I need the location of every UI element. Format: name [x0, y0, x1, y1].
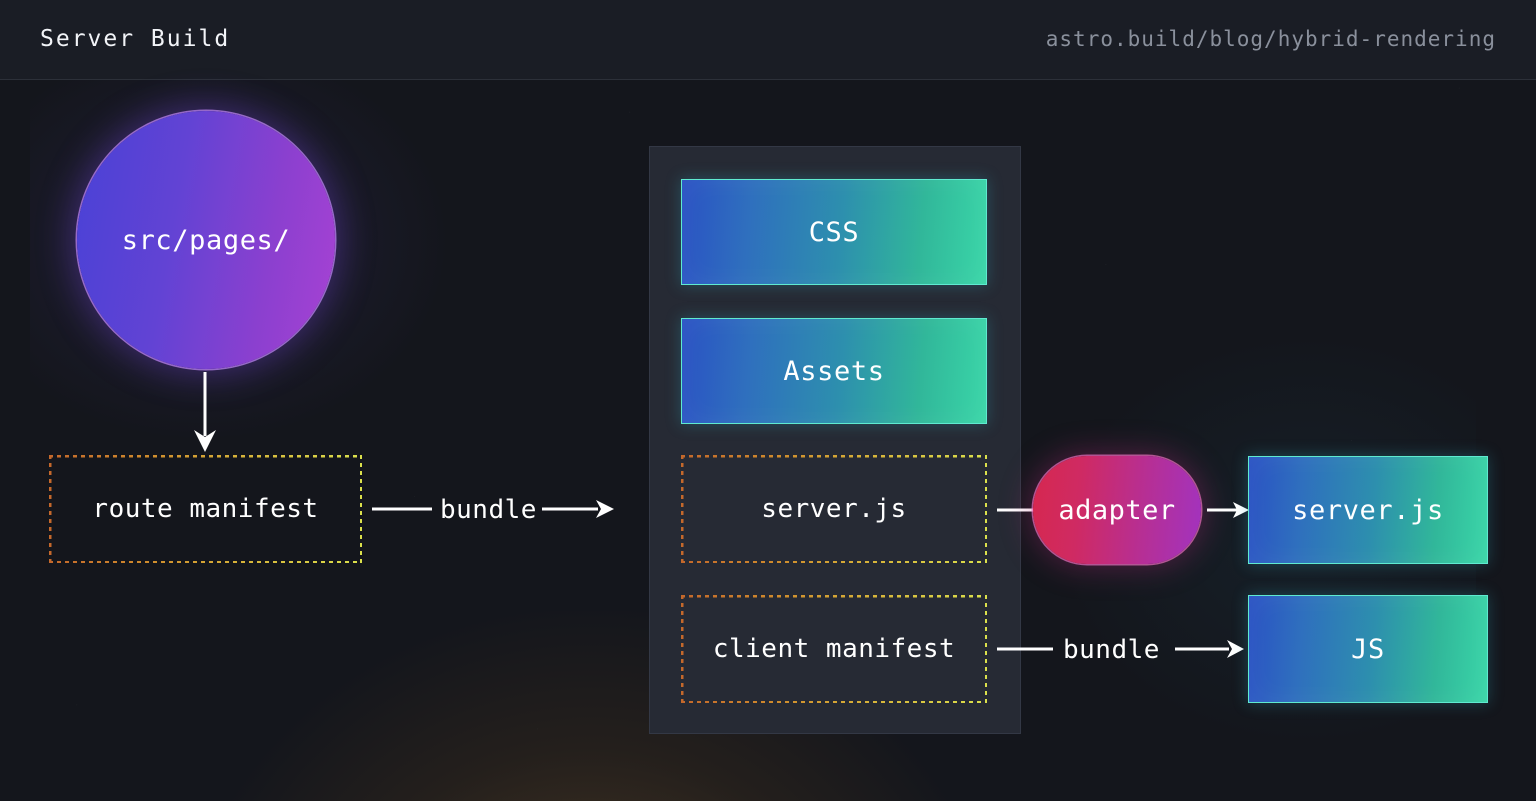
- node-output-server-js[interactable]: server.js: [1248, 456, 1488, 564]
- node-client-manifest-label: client manifest: [712, 634, 956, 664]
- edge-bundle-top-label: bundle: [440, 495, 537, 525]
- node-src-pages-label: src/pages/: [121, 224, 291, 256]
- node-css-label: CSS: [808, 216, 860, 248]
- node-output-server-js-label: server.js: [1292, 494, 1444, 526]
- node-output-js[interactable]: JS: [1248, 595, 1488, 703]
- node-server-js-manifest-label: server.js: [761, 494, 907, 524]
- node-css[interactable]: CSS: [681, 179, 987, 285]
- arrow-down-icon: [194, 372, 216, 452]
- edge-bundle-bottom: [997, 640, 1244, 658]
- node-src-pages[interactable]: src/pages/: [77, 111, 335, 369]
- edge-bundle-top: [372, 500, 614, 518]
- connector-line-icon: [997, 508, 1035, 512]
- node-assets[interactable]: Assets: [681, 318, 987, 424]
- page-title: Server Build: [40, 26, 231, 52]
- source-url: astro.build/blog/hybrid-rendering: [1045, 27, 1496, 51]
- node-output-js-label: JS: [1351, 633, 1385, 665]
- node-route-manifest[interactable]: [49, 455, 362, 563]
- header-bar: Server Build astro.build/blog/hybrid-ren…: [0, 0, 1536, 80]
- node-adapter-label: adapter: [1058, 494, 1176, 526]
- node-server-js-manifest[interactable]: [681, 455, 987, 563]
- node-adapter[interactable]: adapter: [1033, 456, 1201, 564]
- arrow-right-icon: [1207, 502, 1249, 518]
- node-route-manifest-label: route manifest: [92, 494, 319, 524]
- edge-bundle-bottom-label: bundle: [1063, 635, 1160, 665]
- node-assets-label: Assets: [783, 355, 885, 387]
- node-client-manifest[interactable]: [681, 595, 987, 703]
